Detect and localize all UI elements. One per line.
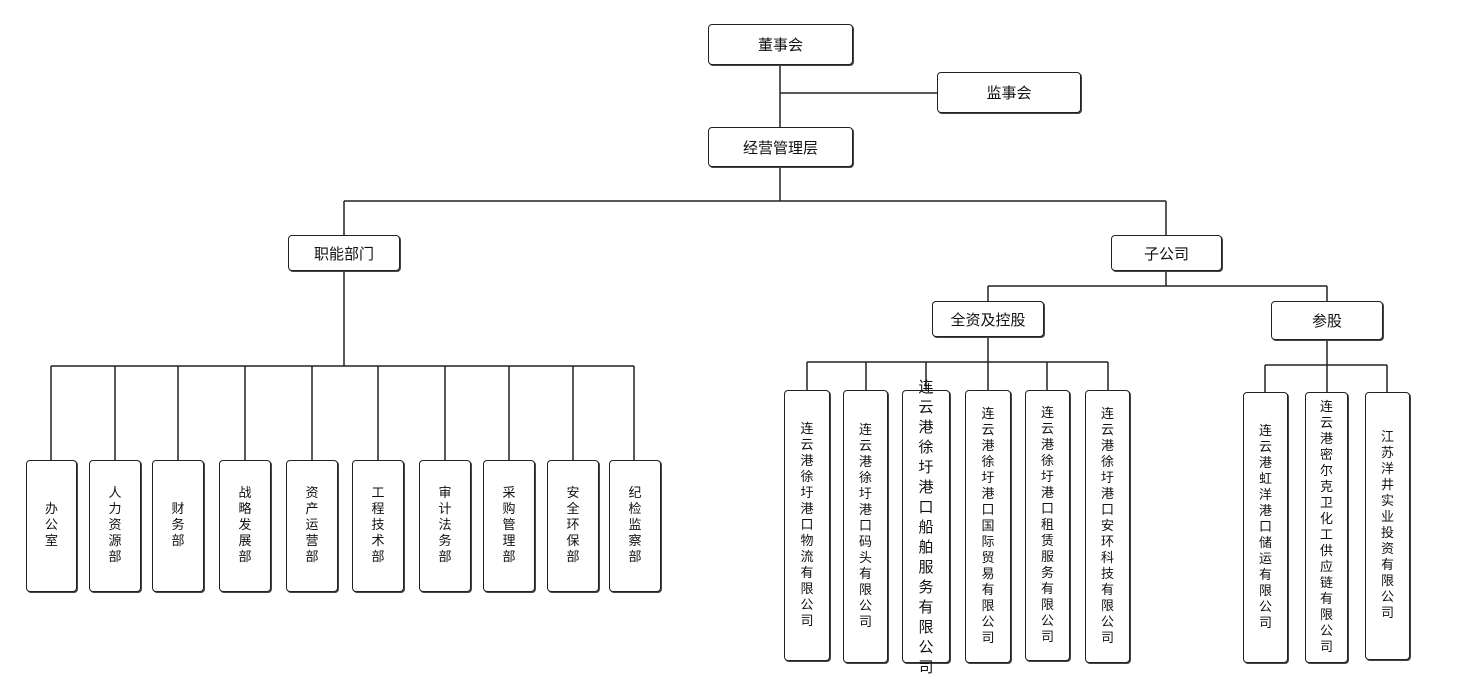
company-label: 连云港虹洋港口储运有限公司 [1258,423,1272,631]
dept-label: 人力资源部 [108,486,122,565]
dept-box: 办公室 [26,460,77,592]
company-label: 江苏洋井实业投资有限公司 [1380,430,1394,621]
equity-box: 参股 [1271,301,1383,340]
company-label: 连云港徐圩港口租赁服务有限公司 [1040,405,1054,645]
company-label: 连云港徐圩港口安环科技有限公司 [1100,406,1114,646]
dept-label: 纪检监察部 [628,486,642,565]
wholly-owned-box: 全资及控股 [932,301,1044,337]
dept-box: 工程技术部 [352,460,404,592]
dept-label: 工程技术部 [371,486,385,565]
company-box: 连云港徐圩港口船舶服务有限公司 [902,378,950,676]
equity-label: 参股 [1311,312,1342,330]
supervisors-label: 监事会 [986,84,1032,102]
board-box: 董事会 [708,24,853,65]
dept-box: 战略发展部 [219,460,271,592]
company-label: 连云港徐圩港口国际贸易有限公司 [981,406,995,646]
dept-label: 战略发展部 [238,486,252,565]
company-box: 连云港徐圩港口租赁服务有限公司 [1025,390,1070,661]
company-label: 连云港徐圩港口物流有限公司 [800,421,814,629]
functional-departments-label: 职能部门 [313,244,374,263]
company-box: 连云港虹洋港口储运有限公司 [1243,392,1288,663]
management-box: 经营管理层 [708,127,853,167]
dept-box: 采购管理部 [483,460,535,592]
company-box: 连云港徐圩港口安环科技有限公司 [1085,390,1130,663]
company-label: 连云港徐圩港口船舶服务有限公司 [918,377,934,676]
dept-box: 纪检监察部 [609,460,661,592]
dept-label: 审计法务部 [438,486,452,565]
company-box: 连云港密尔克卫化工供应链有限公司 [1305,392,1348,663]
dept-label: 安全环保部 [566,486,580,565]
company-box: 连云港徐圩港口国际贸易有限公司 [965,390,1011,663]
functional-departments-box: 职能部门 [288,235,400,271]
company-box: 连云港徐圩港口码头有限公司 [843,390,888,663]
dept-box: 财务部 [152,460,204,592]
dept-box: 审计法务部 [419,460,471,592]
board-label: 董事会 [757,36,803,54]
subsidiaries-box: 子公司 [1111,235,1222,271]
dept-label: 财务部 [171,502,185,549]
dept-label: 资产运营部 [305,486,319,565]
company-label: 连云港徐圩港口码头有限公司 [858,422,872,630]
management-label: 经营管理层 [742,138,818,157]
dept-box: 安全环保部 [547,460,599,592]
wholly-owned-label: 全资及控股 [950,310,1026,329]
supervisors-box: 监事会 [937,72,1081,113]
dept-box: 资产运营部 [286,460,338,592]
company-box: 江苏洋井实业投资有限公司 [1365,392,1410,660]
dept-box: 人力资源部 [89,460,141,592]
subsidiaries-label: 子公司 [1143,244,1189,263]
company-box: 连云港徐圩港口物流有限公司 [784,390,830,661]
company-label: 连云港密尔克卫化工供应链有限公司 [1319,399,1333,655]
dept-label: 采购管理部 [502,486,516,565]
dept-label: 办公室 [44,502,58,549]
